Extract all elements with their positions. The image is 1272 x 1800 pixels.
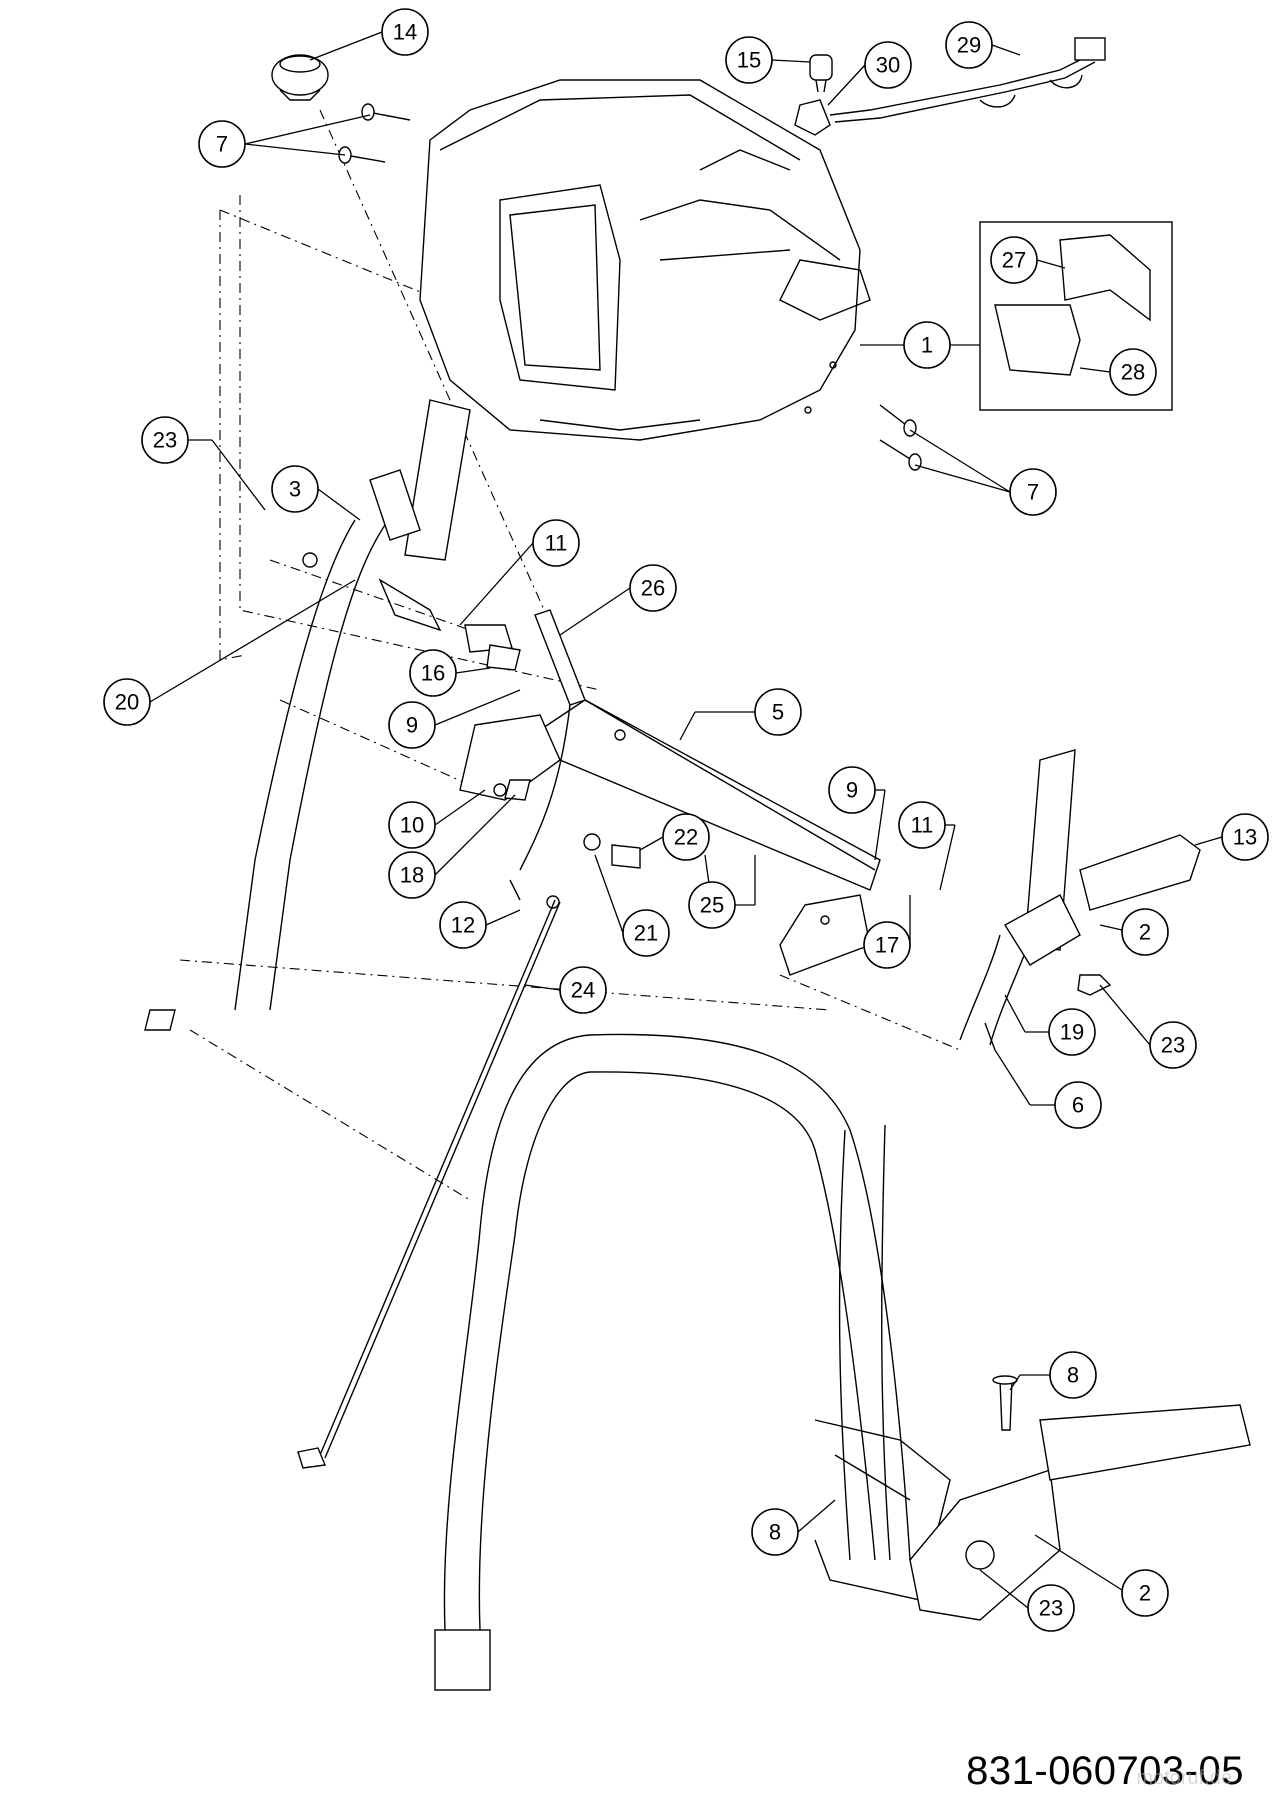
- callout-1: 1: [903, 321, 951, 369]
- callout-23-detail: 23: [1027, 1584, 1075, 1632]
- svg-text:25: 25: [700, 893, 724, 918]
- svg-text:23: 23: [153, 428, 177, 453]
- callout-3: 3: [271, 465, 319, 513]
- svg-text:7: 7: [216, 132, 228, 157]
- upper-handle-left: [144, 399, 471, 1031]
- bolts-right: [879, 404, 922, 471]
- svg-text:1: 1: [921, 333, 933, 358]
- svg-text:12: 12: [451, 913, 475, 938]
- callout-7: 7: [198, 120, 246, 168]
- knob: [271, 54, 329, 101]
- callout-18: 18: [388, 851, 436, 899]
- svg-text:20: 20: [115, 690, 139, 715]
- svg-text:24: 24: [571, 978, 595, 1003]
- console-housing: [419, 79, 871, 441]
- callout-20: 20: [103, 678, 151, 726]
- callout-30: 30: [864, 41, 912, 89]
- drawing-number: 831-060703-05: [966, 1749, 1244, 1793]
- cable: [297, 899, 561, 1469]
- svg-text:8: 8: [1067, 1363, 1079, 1388]
- callout-15: 15: [725, 36, 773, 84]
- watermark: motoruf.de: [1136, 1767, 1232, 1789]
- svg-text:15: 15: [737, 48, 761, 73]
- svg-text:6: 6: [1072, 1093, 1084, 1118]
- svg-text:26: 26: [641, 576, 665, 601]
- callout-5: 5: [754, 688, 802, 736]
- detail-inset: [814, 1375, 1251, 1621]
- callout-21: 21: [622, 909, 670, 957]
- callout-26: 26: [629, 564, 677, 612]
- callout-10: 10: [388, 801, 436, 849]
- svg-text:21: 21: [634, 921, 658, 946]
- callout-8: 8: [1049, 1351, 1097, 1399]
- svg-text:11: 11: [911, 813, 934, 838]
- callout-14: 14: [381, 8, 429, 56]
- svg-text:22: 22: [674, 825, 698, 850]
- callout-12: 12: [439, 901, 487, 949]
- callout-16: 16: [409, 649, 457, 697]
- svg-text:23: 23: [1039, 1596, 1063, 1621]
- svg-text:2: 2: [1139, 920, 1151, 945]
- svg-text:27: 27: [1002, 248, 1026, 273]
- svg-text:10: 10: [400, 813, 424, 838]
- callout-9-right: 9: [828, 766, 876, 814]
- callout-8-left: 8: [751, 1508, 799, 1556]
- assembly-lines: [179, 109, 961, 1201]
- cross-bar: [459, 699, 881, 976]
- svg-text:29: 29: [957, 33, 981, 58]
- callout-2: 2: [1121, 908, 1169, 956]
- svg-text:13: 13: [1233, 825, 1257, 850]
- callout-28: 28: [1109, 348, 1157, 396]
- svg-text:18: 18: [400, 863, 424, 888]
- lever: [509, 609, 586, 901]
- svg-text:23: 23: [1161, 1033, 1185, 1058]
- lower-handle: [434, 1033, 911, 1691]
- callout-25: 25: [688, 881, 736, 929]
- svg-text:2: 2: [1139, 1581, 1151, 1606]
- callout-27: 27: [990, 236, 1038, 284]
- callout-29: 29: [945, 21, 993, 69]
- callout-11: 11: [532, 519, 580, 567]
- callout-6: 6: [1054, 1081, 1102, 1129]
- wire-harness: [794, 37, 1106, 136]
- svg-text:19: 19: [1060, 1020, 1084, 1045]
- svg-text:8: 8: [769, 1520, 781, 1545]
- callout-13: 13: [1221, 813, 1269, 861]
- svg-text:7: 7: [1027, 480, 1039, 505]
- upper-handle-right: [959, 749, 1201, 1046]
- small-hardware: [464, 624, 1112, 1051]
- svg-text:28: 28: [1121, 360, 1145, 385]
- inset-box: [979, 221, 1173, 411]
- callout-22: 22: [662, 813, 710, 861]
- svg-text:3: 3: [289, 477, 301, 502]
- svg-text:16: 16: [421, 661, 445, 686]
- callout-24: 24: [559, 966, 607, 1014]
- svg-text:17: 17: [875, 933, 899, 958]
- svg-text:14: 14: [393, 20, 417, 45]
- callout-7-right: 7: [1009, 468, 1057, 516]
- callout-23: 23: [141, 416, 189, 464]
- svg-text:11: 11: [545, 531, 568, 556]
- svg-text:5: 5: [772, 700, 784, 725]
- callout-9: 9: [388, 701, 436, 749]
- callout-19: 19: [1048, 1008, 1096, 1056]
- svg-text:9: 9: [406, 713, 418, 738]
- callout-23-right: 23: [1149, 1021, 1197, 1069]
- callouts: 1 2 2 3 5 6 7 7 8 8 9: [103, 8, 1269, 1632]
- callout-2-detail: 2: [1121, 1569, 1169, 1617]
- svg-text:9: 9: [846, 778, 858, 803]
- svg-text:30: 30: [876, 53, 900, 78]
- callout-17: 17: [863, 921, 911, 969]
- bolts-top: [338, 103, 411, 164]
- callout-11-right: 11: [898, 801, 946, 849]
